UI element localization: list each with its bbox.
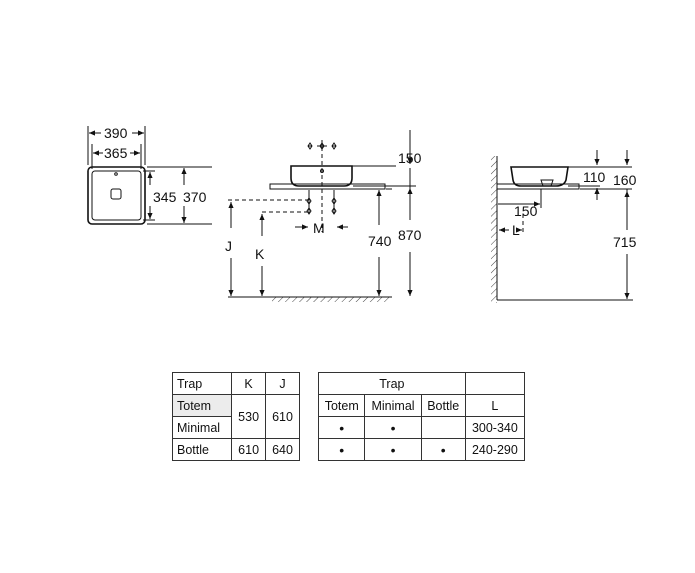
table-row: Bottle 610 640 (171, 438, 300, 461)
row2-totem: • (317, 438, 366, 461)
table-row: Trap (318, 372, 526, 395)
trap-l-table: Trap Totem Minimal Bottle L • • 300-340 … (317, 372, 526, 461)
dim-345: 345 (153, 189, 177, 205)
j-bottle: 640 (265, 438, 300, 461)
header-totem: Totem (317, 394, 366, 417)
row2-l: 240-290 (464, 438, 526, 461)
trap-bottle: Bottle (171, 438, 233, 461)
table-row: Totem Minimal Bottle L (317, 394, 526, 417)
dim-370: 370 (183, 189, 207, 205)
dim-390: 390 (104, 125, 128, 141)
trap-totem: Totem (171, 394, 233, 417)
header-l: L (464, 394, 526, 417)
row1-bottle (420, 416, 466, 439)
header-empty (464, 372, 526, 395)
basin-front (290, 165, 353, 187)
header-k: K (231, 372, 267, 395)
table-row: • • • 240-290 (317, 438, 526, 461)
header-minimal: Minimal (364, 394, 422, 417)
row2-minimal: • (364, 438, 422, 461)
j-totem-minimal: 610 (265, 394, 300, 439)
header-trap: Trap (171, 372, 233, 395)
row1-minimal: • (364, 416, 422, 439)
table-row: Totem 530 610 (171, 394, 300, 439)
dim-715: 715 (613, 234, 637, 250)
row1-l: 300-340 (464, 416, 526, 439)
overflow-icon (114, 172, 118, 176)
label-j: J (225, 238, 232, 254)
header-trap-group: Trap (318, 372, 466, 395)
header-j: J (265, 372, 300, 395)
row1-totem: • (317, 416, 366, 439)
side-view: 110 160 150 L 715 (491, 150, 637, 303)
basin-side (510, 166, 569, 187)
wall-hatch (491, 156, 497, 303)
trap-minimal: Minimal (171, 416, 233, 439)
table-row: Trap K J (171, 372, 300, 395)
basin-inner-top (91, 170, 142, 221)
table-row: • • 300-340 (317, 416, 526, 439)
label-l: L (512, 222, 520, 238)
floor-hatch (272, 297, 390, 302)
header-bottle: Bottle (420, 394, 466, 417)
front-view: J K M 150 740 870 (225, 130, 422, 302)
dim-150-front: 150 (398, 150, 422, 166)
dim-365: 365 (104, 145, 128, 161)
k-totem-minimal: 530 (231, 394, 267, 439)
trap-k-j-table: Trap K J Totem 530 610 Minimal Bottle 61… (171, 372, 300, 461)
label-k: K (255, 246, 265, 262)
k-bottle: 610 (231, 438, 267, 461)
drain-icon (110, 188, 122, 200)
basin-outline-top (87, 166, 146, 225)
dim-160: 160 (613, 172, 637, 188)
row2-bottle: • (420, 438, 466, 461)
label-m: M (313, 220, 325, 236)
dim-740: 740 (368, 233, 392, 249)
table-row: Minimal (171, 416, 300, 439)
dim-150-side: 150 (514, 203, 538, 219)
dim-110: 110 (583, 169, 606, 185)
top-view: 390 365 345 370 (87, 125, 212, 225)
dim-870: 870 (398, 227, 422, 243)
